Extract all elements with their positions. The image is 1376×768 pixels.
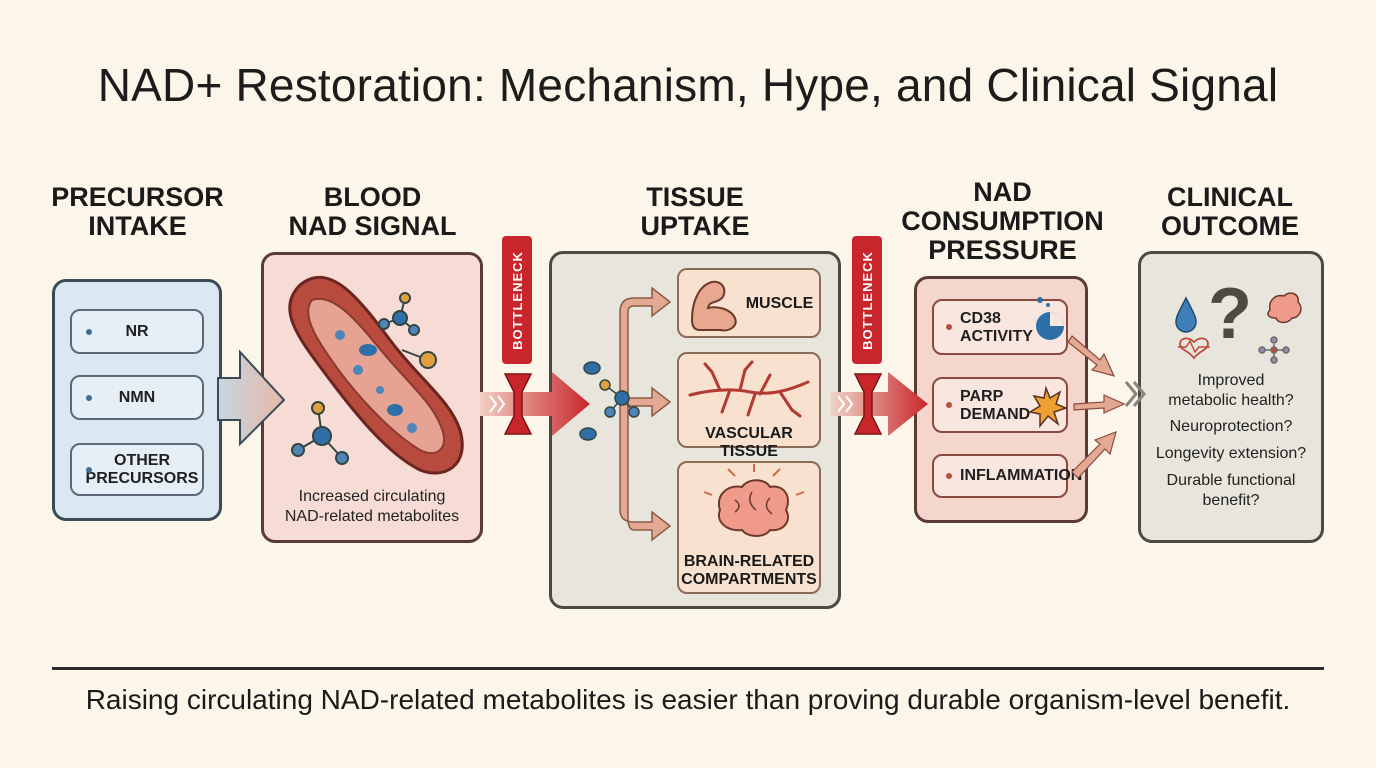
cd38-pie-icon xyxy=(1036,297,1064,340)
question-mark-icon: ? xyxy=(1208,274,1252,354)
branch-arrows xyxy=(619,286,672,542)
consumption-arrows xyxy=(1067,335,1146,479)
flow-arrow-tissue-to-consumption xyxy=(830,372,928,436)
bottleneck-tag-1: BOTTLENECK xyxy=(502,236,532,364)
bullet-icon xyxy=(946,473,952,479)
vascular-tissue-icon xyxy=(688,360,810,418)
outcome-question: Durable functional benefit? xyxy=(1166,472,1296,509)
heart-pulse-icon xyxy=(1178,337,1210,360)
brain-icon xyxy=(703,464,805,537)
bottleneck-tag-2: BOTTLENECK xyxy=(852,236,882,364)
flow-arrow-precursor-to-blood xyxy=(217,349,286,447)
tissue-label-muscle: MUSCLE xyxy=(745,295,814,312)
precursor-item-nr: NR xyxy=(70,309,204,354)
molecule-icon xyxy=(291,401,349,465)
brain-icon xyxy=(1267,292,1302,324)
bullet-icon xyxy=(946,402,952,408)
heading-blood-nad-signal: BLOOD NAD SIGNAL xyxy=(288,182,457,241)
consumption-item-parp xyxy=(932,377,1068,433)
blood-vessel-icon xyxy=(288,275,464,475)
heading-precursor-intake: PRECURSOR INTAKE xyxy=(51,182,224,241)
consumption-label-parp: PARP DEMAND xyxy=(960,388,1031,423)
heading-clinical-outcome: CLINICAL OUTCOME xyxy=(1161,182,1299,241)
molecule-icon xyxy=(579,361,640,441)
bullet-icon xyxy=(946,324,952,330)
precursor-item-nmn: NMN xyxy=(70,375,204,420)
outcome-question: Improved metabolic health? xyxy=(1168,372,1294,409)
tissue-label-vascular: VASCULAR TISSUE xyxy=(705,425,793,460)
network-icon xyxy=(1258,336,1290,364)
parp-burst-icon xyxy=(1027,385,1069,429)
precursor-label: OTHER PRECURSORS xyxy=(85,451,199,487)
diagram-title: NAD+ Restoration: Mechanism, Hype, and C… xyxy=(97,59,1279,111)
blood-description: Increased circulating NAD-related metabo… xyxy=(284,488,460,525)
water-drop-icon xyxy=(1175,296,1197,333)
precursor-label: NR xyxy=(125,322,149,340)
heading-tissue-uptake: TISSUE UPTAKE xyxy=(640,182,750,241)
caption: Raising circulating NAD-related metaboli… xyxy=(85,684,1291,715)
precursor-label: NMN xyxy=(118,388,156,406)
molecule-icon xyxy=(378,292,437,369)
muscle-icon xyxy=(690,280,737,332)
bullet-icon xyxy=(86,466,92,473)
flow-arrow-blood-to-tissue xyxy=(480,372,590,436)
consumption-item-inflammation xyxy=(932,454,1068,498)
bullet-icon xyxy=(86,328,92,335)
consumption-label-cd38: CD38 ACTIVITY xyxy=(960,310,1033,345)
tissue-box-vascular xyxy=(677,352,821,448)
outcome-question: Neuroprotection? xyxy=(1169,418,1293,435)
svg-text:?: ? xyxy=(1208,274,1252,354)
heading-nad-consumption-pressure: NAD CONSUMPTION PRESSURE xyxy=(901,177,1104,265)
bullet-icon xyxy=(86,394,92,401)
precursor-item-other: OTHER PRECURSORS xyxy=(70,443,204,496)
tissue-label-brain: BRAIN-RELATED COMPARTMENTS xyxy=(681,553,817,588)
outcome-question: Longevity extension? xyxy=(1155,445,1307,462)
consumption-label-inflammation: INFLAMMATION xyxy=(960,467,1083,484)
divider-line xyxy=(52,667,1324,670)
